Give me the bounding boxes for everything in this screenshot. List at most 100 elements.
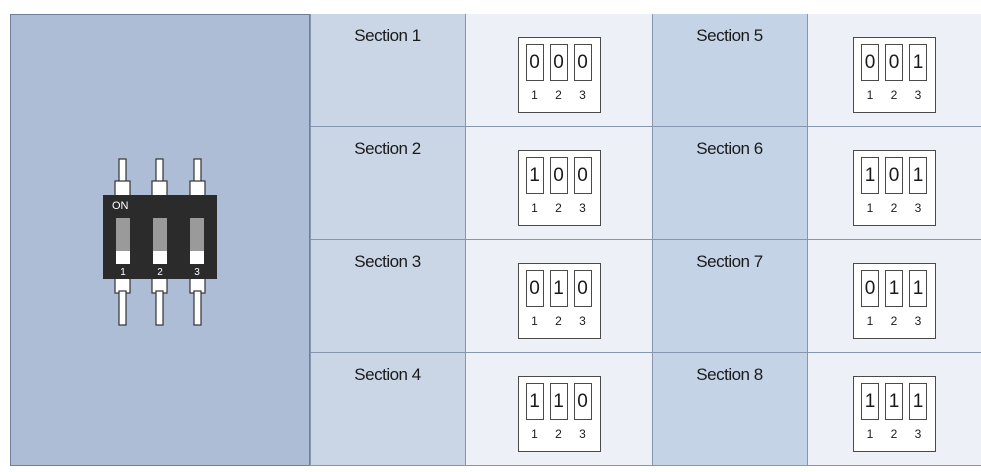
dip-switch-icon: ON 1 2 3 [103, 158, 217, 326]
section-label-cell: Section 1 [310, 14, 465, 127]
switch-slot-2 [153, 218, 167, 251]
section-label: Section 5 [696, 26, 763, 45]
switch-state-digit: 0 [861, 44, 879, 81]
switch-number-1: 1 [120, 267, 126, 278]
switch-position-number: 2 [555, 88, 562, 102]
pin-shoulder-top-3 [189, 180, 206, 198]
pin-bottom-3 [193, 290, 202, 326]
switch-position-number: 1 [866, 88, 874, 102]
switch-state-digit: 1 [861, 157, 879, 194]
switch-number-2: 2 [157, 267, 163, 278]
grid-divider [465, 14, 466, 466]
switch-state-digit: 1 [549, 270, 568, 307]
section-label: Section 7 [696, 252, 763, 271]
section-label: Section 1 [354, 26, 421, 45]
switch-state-digit: 1 [861, 383, 879, 420]
section-label-cell: Section 2 [310, 127, 465, 240]
switch-state-digit: 1 [885, 383, 903, 420]
pin-bottom-2 [155, 290, 164, 326]
switch-position-number: 2 [555, 201, 562, 215]
switch-position-number: 3 [914, 427, 922, 441]
switch-state-digit: 0 [525, 270, 544, 307]
switch-position-number: 3 [579, 201, 586, 215]
switch-state-digit: 0 [573, 383, 592, 420]
switch-state-digit: 0 [861, 270, 879, 307]
pin-bottom-1 [118, 290, 127, 326]
section-label-cell: Section 8 [652, 353, 807, 466]
switch-state-digit: 1 [525, 383, 544, 420]
switch-slot-1 [116, 218, 130, 251]
section-label: Section 8 [696, 365, 763, 384]
switch-state-digit: 0 [549, 44, 568, 81]
switch-position-number: 3 [579, 427, 586, 441]
switch-position-number: 1 [531, 88, 538, 102]
switch-position-number: 2 [890, 88, 898, 102]
switch-position-number: 3 [579, 314, 586, 328]
switch-state-digit: 1 [549, 383, 568, 420]
section-label-cell: Section 7 [652, 240, 807, 353]
switch-position-number: 2 [890, 314, 898, 328]
switch-state-digit: 0 [885, 44, 903, 81]
grid-divider [652, 14, 653, 466]
switch-state-digit: 0 [573, 44, 592, 81]
dip-switch-illustration-panel: ON 1 2 3 [10, 14, 310, 466]
switch-position-number: 1 [866, 314, 874, 328]
switch-state-digit: 1 [909, 157, 927, 194]
switch-position-number: 2 [555, 427, 562, 441]
switch-position-number: 2 [890, 201, 898, 215]
switch-state-digit: 1 [909, 270, 927, 307]
section-label: Section 6 [696, 139, 763, 158]
grid-divider [310, 14, 311, 466]
pin-shoulder-top-2 [151, 180, 168, 198]
switch-position-number: 2 [890, 427, 898, 441]
grid-divider [807, 14, 808, 466]
switch-position-number: 1 [531, 201, 538, 215]
switch-slider-3 [190, 251, 204, 264]
section-label: Section 2 [354, 139, 421, 158]
section-label-cell: Section 4 [310, 353, 465, 466]
switch-position-number: 3 [914, 314, 922, 328]
switch-slider-2 [153, 251, 167, 264]
switch-position-number: 1 [531, 314, 538, 328]
switch-state-digit: 0 [525, 44, 544, 81]
switch-number-3: 3 [194, 267, 200, 278]
switch-state-digit: 0 [573, 157, 592, 194]
switch-state-digit: 0 [549, 157, 568, 194]
switch-position-number: 1 [531, 427, 538, 441]
pin-shoulder-top-1 [114, 180, 131, 198]
section-label: Section 4 [354, 365, 421, 384]
switch-state-digit: 1 [909, 44, 927, 81]
switch-slot-3 [190, 218, 204, 251]
switch-slider-1 [116, 251, 130, 264]
switch-position-number: 3 [914, 88, 922, 102]
switch-state-digit: 0 [885, 157, 903, 194]
on-label: ON [112, 200, 129, 212]
switch-position-number: 1 [866, 201, 874, 215]
section-label: Section 3 [354, 252, 421, 271]
switch-position-number: 1 [866, 427, 874, 441]
section-label-cell: Section 3 [310, 240, 465, 353]
section-label-cell: Section 6 [652, 127, 807, 240]
switch-position-number: 3 [914, 201, 922, 215]
switch-position-number: 2 [555, 314, 562, 328]
switch-state-digit: 1 [909, 383, 927, 420]
switch-state-digit: 0 [573, 270, 592, 307]
switch-position-number: 3 [579, 88, 586, 102]
